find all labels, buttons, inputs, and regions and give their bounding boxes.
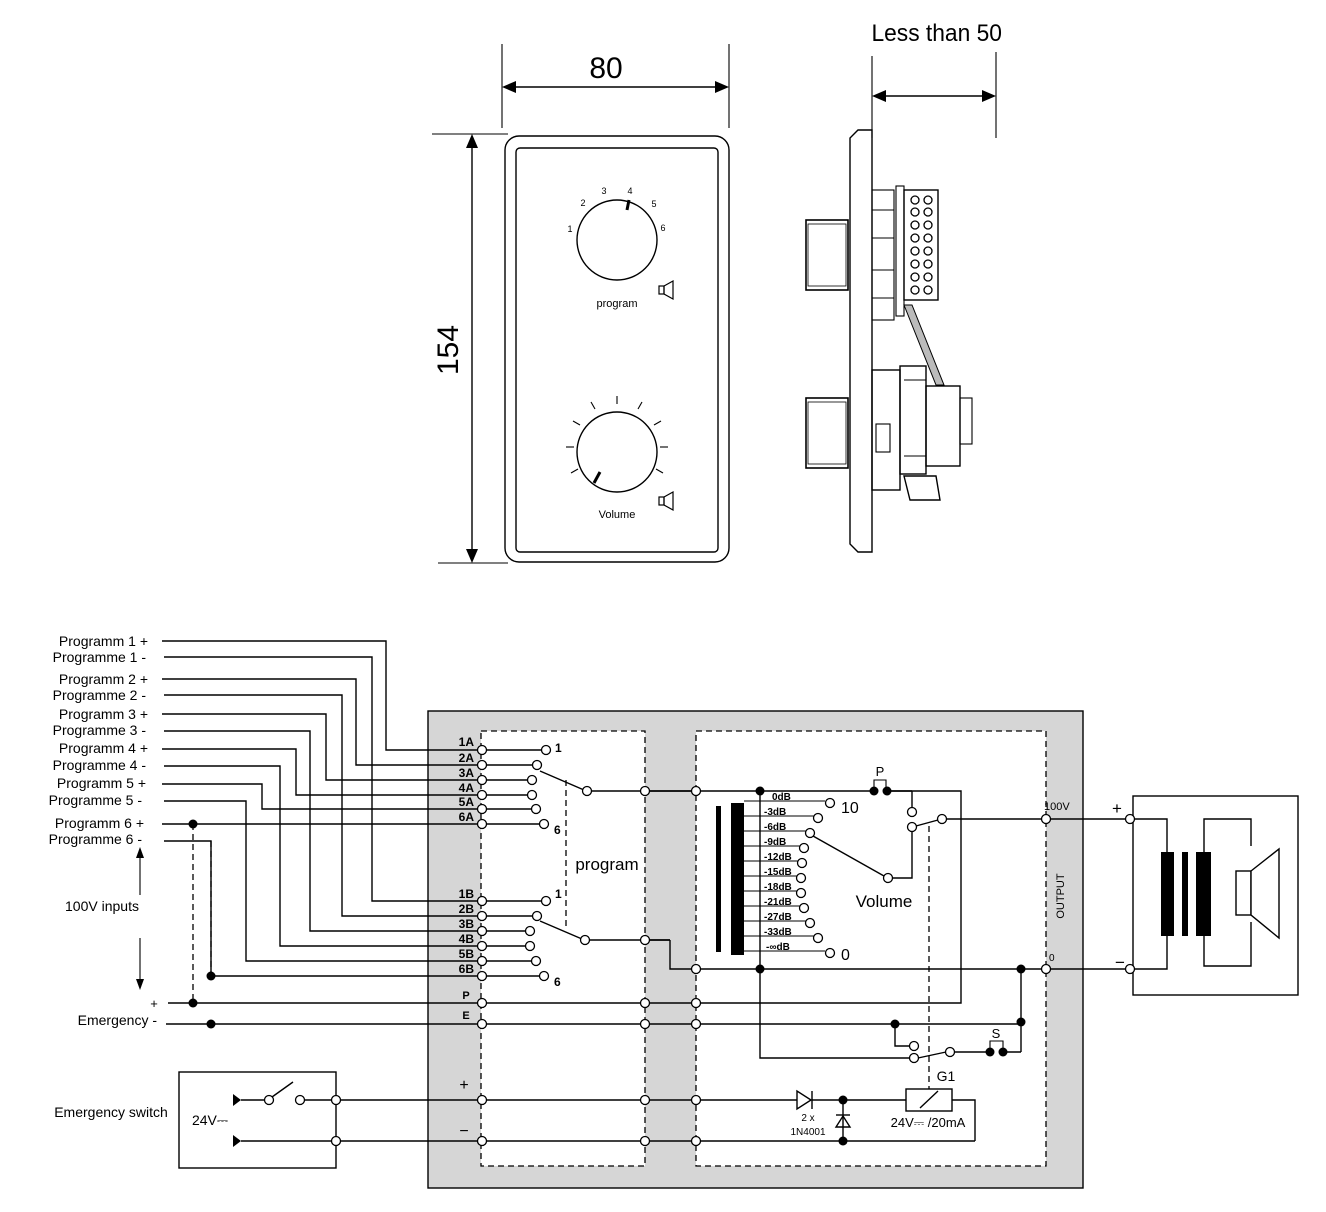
terminal-screws [910, 195, 933, 295]
program-knob-label: program [597, 298, 638, 310]
att-step-9: -9dB [764, 837, 786, 848]
selector-a-last-label: 6 [554, 823, 561, 837]
att-step-3: -3dB [764, 807, 786, 818]
terminal-2b: 2B [459, 902, 475, 916]
depth-dimension: Less than 50 [871, 19, 1001, 46]
att-step-0: 0dB [772, 792, 791, 803]
speaker-minus-label: − [1115, 953, 1125, 972]
input-label-5m: Programme 5 - [49, 792, 143, 808]
supply-minus-label: − [459, 1123, 468, 1140]
selector-b-last-label: 6 [554, 975, 561, 989]
terminal-3a: 3A [459, 766, 475, 780]
input-label-3m: Programme 3 - [53, 722, 147, 738]
selector-label: program [575, 855, 638, 874]
att-step-15: -15dB [764, 867, 792, 878]
selector-module [480, 730, 646, 1167]
program-position-5: 5 [651, 199, 656, 209]
terminal-e: E [462, 1010, 469, 1022]
terminal-1a: 1A [459, 735, 475, 749]
terminals-a: 1A 2A 3A 4A 5A 6A 1 6 [459, 735, 562, 837]
speaker-icon [658, 279, 674, 301]
output-zero-label: 0 [1049, 953, 1055, 964]
program-position-6: 6 [660, 223, 665, 233]
terminal-6b: 6B [459, 962, 475, 976]
input-label-5p: Programm 5 + [57, 775, 146, 791]
volume-attenuator: 0dB -3dB -6dB -9dB -12dB -15dB -18dB -21… [701, 764, 1041, 1092]
relay-contact-p: P [876, 764, 885, 779]
terminal-p: P [462, 990, 469, 1002]
input-labels: Programm 1 + Programme 1 - Programm 2 + … [49, 633, 148, 847]
terminal-1b: 1B [459, 887, 475, 901]
volume-min-label: 0 [841, 947, 850, 964]
selector-b-first-label: 1 [555, 887, 562, 901]
emergency-plus-label: + [150, 996, 158, 1011]
selector-a-first-label: 1 [555, 741, 562, 755]
switch-s-label: S [992, 1026, 1001, 1041]
emergency-minus-label: Emergency - [78, 1012, 158, 1028]
terminal-4b: 4B [459, 932, 475, 946]
input-label-6m: Programme 6 - [49, 831, 143, 847]
input-wires [162, 640, 482, 1025]
att-step-inf: -∞dB [766, 942, 790, 953]
module-interconnects [487, 785, 702, 1147]
program-knob [576, 199, 658, 281]
input-label-3p: Programm 3 + [59, 706, 148, 722]
volume-knob [576, 411, 658, 493]
att-step-33: -33dB [764, 927, 792, 938]
output-section: 100V 0 OUTPUT [1016, 801, 1126, 1052]
output-label: OUTPUT [1055, 873, 1067, 919]
input-label-1p: Programm 1 + [59, 633, 148, 649]
speaker-icon [658, 490, 674, 512]
terminal-2a: 2A [459, 751, 475, 765]
terminal-3b: 3B [459, 917, 475, 931]
att-step-12: -12dB [764, 852, 792, 863]
input-label-4m: Programme 4 - [53, 757, 147, 773]
side-view: Less than 50 [805, 19, 1002, 553]
volume-knob-label: Volume [599, 509, 636, 521]
program-position-3: 3 [601, 186, 606, 196]
attenuator-module [695, 730, 1047, 1167]
input-label-1m: Programme 1 - [53, 649, 147, 665]
input-label-2p: Programm 2 + [59, 671, 148, 687]
width-dimension: 80 [589, 52, 622, 85]
terminal-5b: 5B [459, 947, 475, 961]
supply-plus-label: + [459, 1077, 468, 1094]
relay-switch: S [701, 969, 1021, 1064]
relay-rating: 24V⎓ /20mA [891, 1115, 966, 1130]
program-position-1: 1 [567, 224, 572, 234]
input-label-4p: Programm 4 + [59, 740, 148, 756]
inputs-group-label: 100V inputs [65, 898, 139, 914]
att-step-6: -6dB [764, 822, 786, 833]
terminal-6a: 6A [459, 810, 475, 824]
output-100v-label: 100V [1044, 801, 1070, 813]
emergency-switch: Emergency switch 24V⎓ [54, 1071, 488, 1169]
front-view: 80 154 1 2 3 4 5 6 program [432, 44, 730, 564]
diode-count: 2 x [801, 1113, 814, 1124]
att-step-27: -27dB [764, 912, 792, 923]
speaker-plus-label: + [1112, 799, 1122, 818]
att-step-21: -21dB [764, 897, 792, 908]
terminal-5a: 5A [459, 795, 475, 809]
height-dimension: 154 [432, 325, 465, 375]
input-label-6p: Programm 6 + [55, 815, 144, 831]
relay-name: G1 [937, 1068, 956, 1084]
program-position-4: 4 [627, 186, 632, 196]
emergency-voltage-label: 24V⎓ [192, 1112, 228, 1128]
loudspeaker: + − [1112, 795, 1299, 996]
terminal-4a: 4A [459, 781, 475, 795]
emergency-switch-label: Emergency switch [54, 1104, 168, 1120]
input-label-2m: Programme 2 - [53, 687, 147, 703]
volume-max-label: 10 [841, 800, 859, 817]
relay-supply: G1 24V⎓ /20mA 2 x 1N4001 [487, 1068, 976, 1146]
att-step-18: -18dB [764, 882, 792, 893]
terminals-b: 1B 2B 3B 4B 5B 6B 1 6 [459, 887, 562, 989]
program-position-2: 2 [580, 198, 585, 208]
attenuator-label: Volume [856, 892, 913, 911]
diode-type: 1N4001 [790, 1127, 825, 1138]
